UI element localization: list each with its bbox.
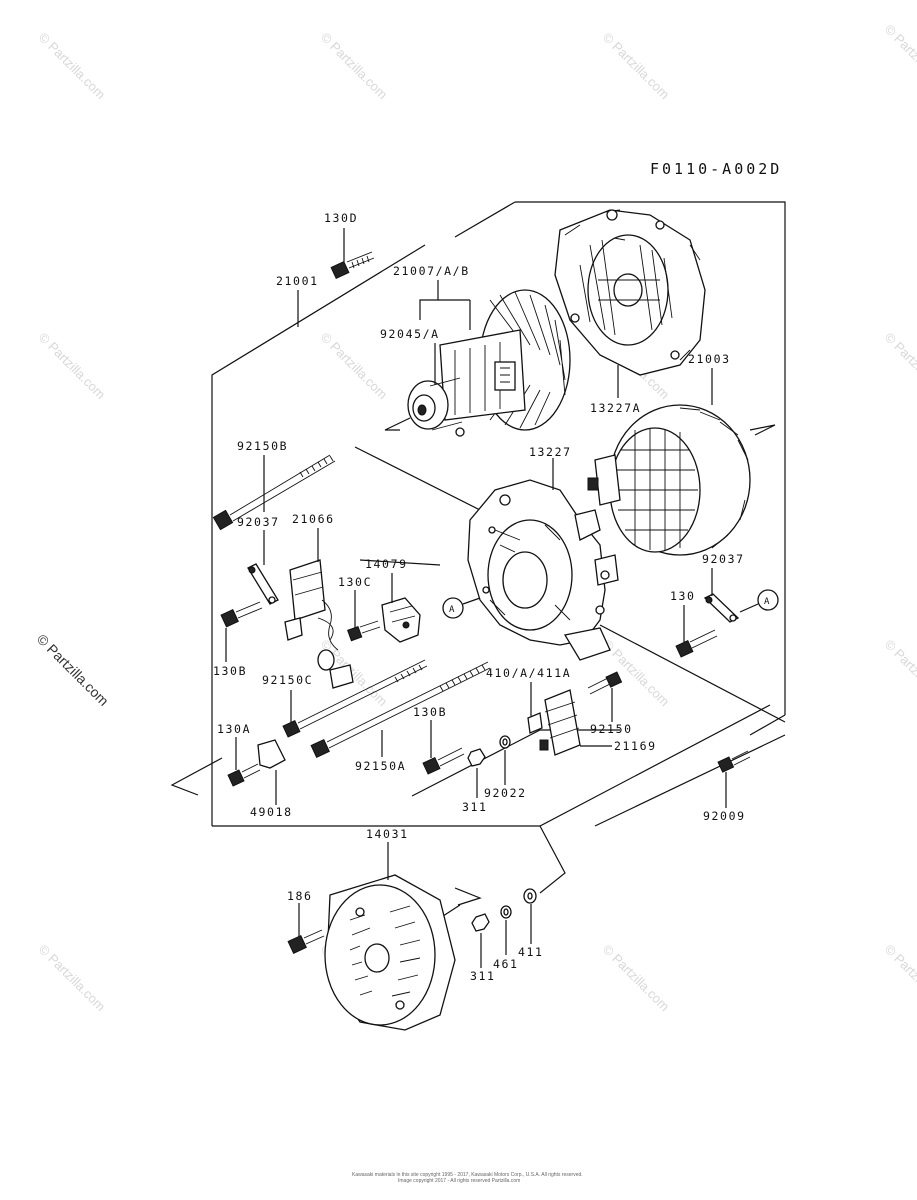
- watermark: © Partzilla.com: [882, 942, 917, 1015]
- bolt-130D: [330, 251, 375, 280]
- nut-311-mid: [467, 748, 486, 767]
- label-13227A: 13227A: [590, 401, 641, 415]
- watermark: © Partzilla.com: [36, 330, 109, 403]
- label-92045: 92045/A: [380, 327, 440, 341]
- reference-a-left-label: A: [449, 605, 455, 615]
- callout-labels: 130D 21001 21007/A/B 92045/A 13227A 2100…: [213, 211, 746, 983]
- watermark: © Partzilla.com: [882, 22, 917, 95]
- label-411: 411: [518, 945, 544, 959]
- label-92009: 92009: [703, 809, 746, 823]
- reference-a-right: A: [739, 589, 779, 613]
- label-130B-mid: 130B: [413, 705, 447, 719]
- front-housing-13227: [467, 479, 619, 661]
- watermark: © Partzilla.com: [882, 637, 917, 710]
- label-92150: 92150: [590, 722, 633, 736]
- watermark-side: © Partzilla.com: [34, 631, 112, 709]
- watermark: © Partzilla.com: [36, 942, 109, 1015]
- reference-a-right-label: A: [764, 597, 770, 607]
- reference-a-left: A: [442, 597, 481, 619]
- screw-92009: [717, 750, 751, 773]
- bolt-92150C: [282, 659, 428, 738]
- label-92150A: 92150A: [355, 759, 406, 773]
- label-130D: 130D: [324, 211, 358, 225]
- label-311-mid: 311: [462, 800, 488, 814]
- watermark: © Partzilla.com: [318, 637, 391, 710]
- rear-housing-13227A: [554, 209, 706, 376]
- label-130B-left: 130B: [213, 664, 247, 678]
- label-13227: 13227: [529, 445, 572, 459]
- label-21169: 21169: [614, 739, 657, 753]
- watermark: © Partzilla.com: [36, 30, 109, 103]
- assembly-outline: [170, 201, 786, 919]
- washer-461: [500, 905, 512, 919]
- label-21066: 21066: [292, 512, 335, 526]
- washer-411: [523, 888, 537, 904]
- bolt-92150A: [310, 661, 491, 758]
- leader-lines: [225, 228, 727, 968]
- label-92037-left: 92037: [237, 515, 280, 529]
- clip-92037-left: [247, 563, 279, 605]
- label-130A: 130A: [217, 722, 251, 736]
- label-130-right: 130: [670, 589, 696, 603]
- label-92037-right: 92037: [702, 552, 745, 566]
- copyright-line-2: Image copyright 2017 - All rights reserv…: [398, 1178, 520, 1184]
- watermark: © Partzilla.com: [600, 30, 673, 103]
- label-14031: 14031: [366, 827, 409, 841]
- nut-311-bottom: [471, 913, 490, 932]
- bolt-92150B: [212, 454, 336, 531]
- bolt-186: [287, 929, 325, 954]
- end-cover-14031: [324, 874, 456, 1031]
- copyright-line-1: Kawasaki materials in this site copyrigh…: [352, 1172, 583, 1178]
- watermark: © Partzilla.com: [882, 330, 917, 403]
- label-49018: 49018: [250, 805, 293, 819]
- label-92022: 92022: [484, 786, 527, 800]
- label-14079: 14079: [365, 557, 408, 571]
- bolt-92150: [587, 671, 623, 695]
- label-92150C: 92150C: [262, 673, 313, 687]
- label-92150B: 92150B: [237, 439, 288, 453]
- bolt-130B-mid: [422, 747, 465, 775]
- watermark: © Partzilla.com: [600, 637, 673, 710]
- rectifier-21169: [539, 689, 581, 756]
- figure-code: F0110-A002D: [650, 160, 782, 178]
- stator-21003: [587, 404, 751, 556]
- bolt-130-right: [675, 629, 718, 658]
- label-21003: 21003: [688, 352, 731, 366]
- washer-92022: [499, 735, 511, 749]
- label-21007: 21007/A/B: [393, 264, 470, 278]
- label-130C: 130C: [338, 575, 372, 589]
- clip-92037-right: [703, 593, 740, 623]
- bracket-49018: [257, 739, 286, 769]
- watermark: © Partzilla.com: [318, 30, 391, 103]
- brush-holder-21066: [284, 559, 354, 689]
- cover-14079: [381, 597, 421, 643]
- label-410: 410/A/411A: [486, 666, 571, 680]
- bolt-130C: [347, 620, 381, 642]
- bolt-130A: [227, 763, 261, 787]
- bolt-130B-left: [220, 601, 263, 628]
- rotor-fan-21007: [407, 289, 571, 437]
- washer-410: [527, 712, 543, 734]
- watermark: © Partzilla.com: [600, 942, 673, 1015]
- label-311-bottom: 311: [470, 969, 496, 983]
- label-186: 186: [287, 889, 313, 903]
- label-461: 461: [493, 957, 519, 971]
- label-21001: 21001: [276, 274, 319, 288]
